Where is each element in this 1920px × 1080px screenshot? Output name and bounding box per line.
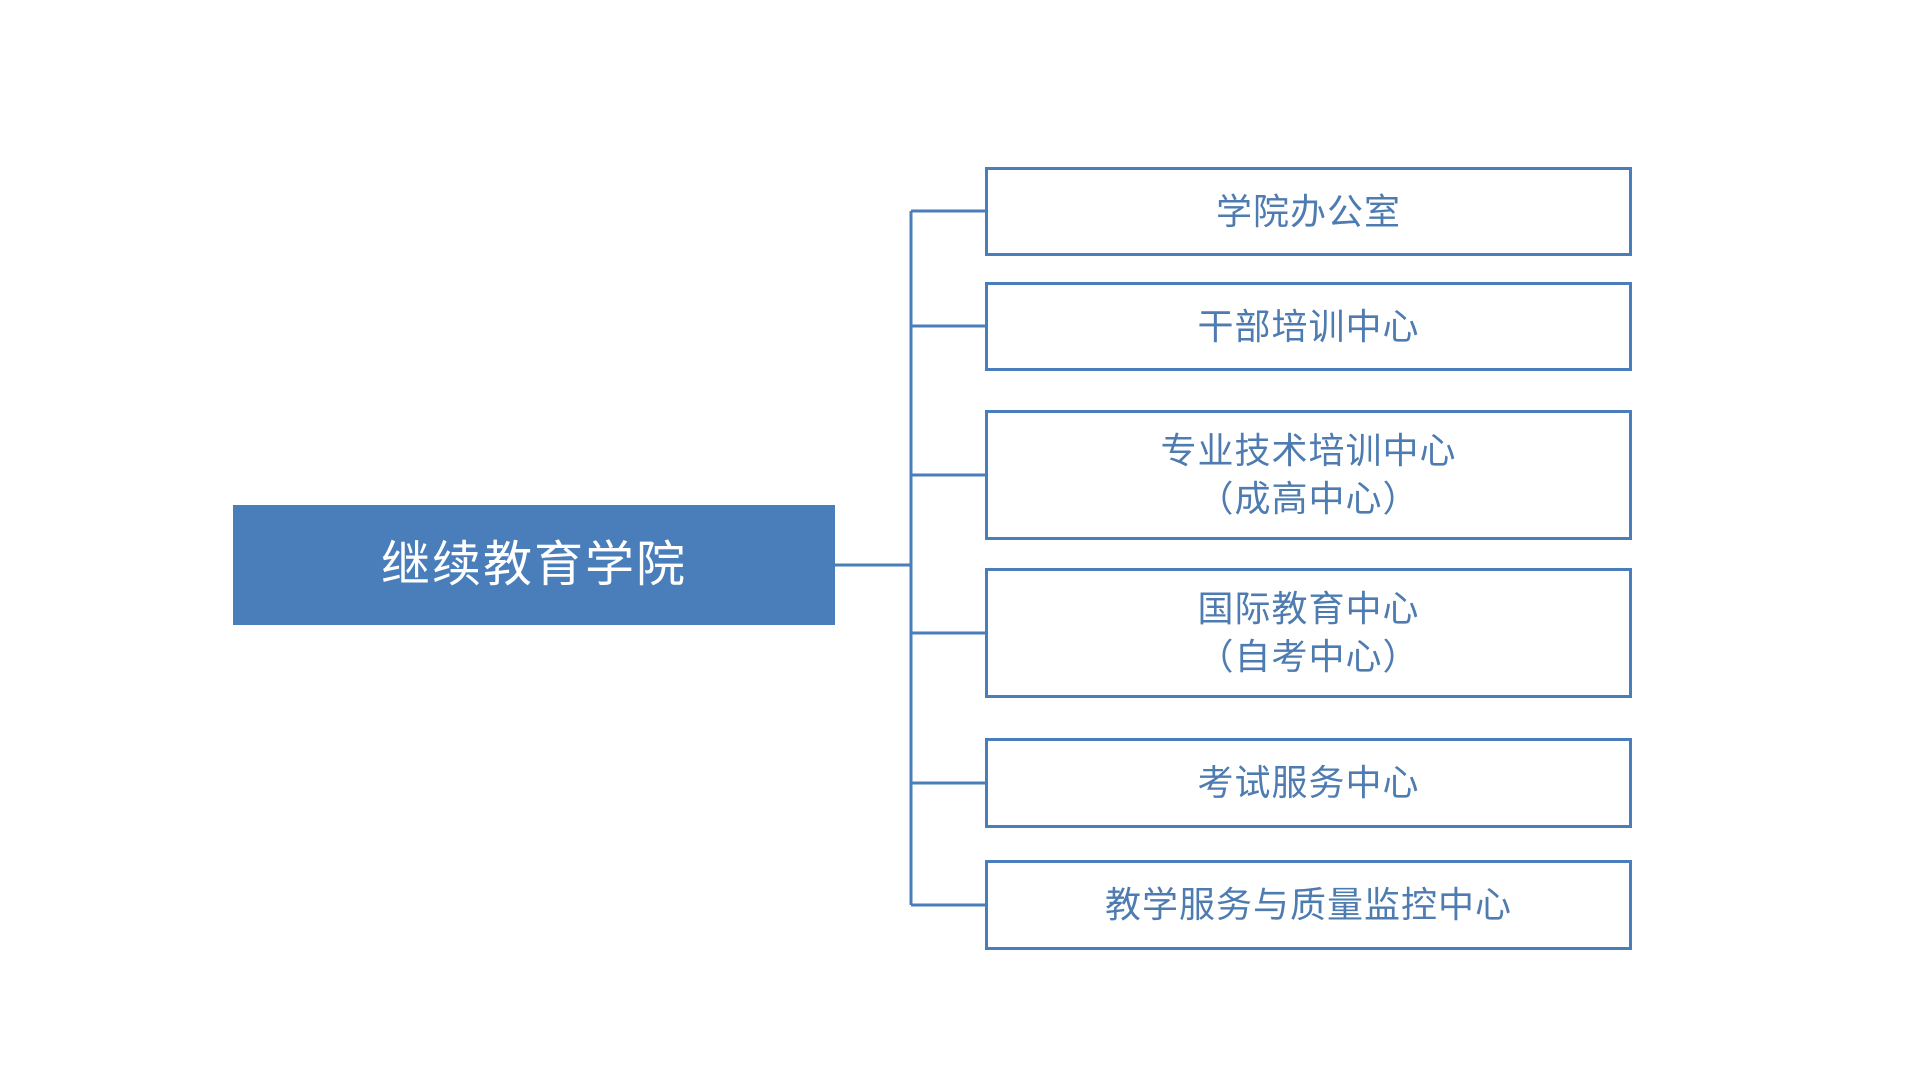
org-node-child-2[interactable]: 干部培训中心 [985, 282, 1632, 371]
org-node-child-2-label: 干部培训中心 [1197, 305, 1420, 347]
org-node-root[interactable]: 继续教育学院 [233, 505, 835, 625]
org-node-child-5-label: 考试服务中心 [1197, 762, 1420, 804]
org-node-child-4[interactable]: 国际教育中心 （自考中心） [985, 568, 1632, 698]
org-node-child-6[interactable]: 教学服务与质量监控中心 [985, 860, 1632, 950]
org-node-child-4-label: 国际教育中心 [1197, 588, 1420, 630]
org-node-child-6-label: 教学服务与质量监控中心 [1104, 884, 1512, 926]
org-node-root-label: 继续教育学院 [380, 537, 687, 592]
org-node-child-1-label: 学院办公室 [1215, 190, 1401, 232]
org-node-child-5[interactable]: 考试服务中心 [985, 738, 1632, 828]
org-node-child-3-label: 专业技术培训中心 [1160, 430, 1457, 472]
org-node-child-1[interactable]: 学院办公室 [985, 167, 1632, 256]
org-node-child-3[interactable]: 专业技术培训中心 （成高中心） [985, 410, 1632, 540]
org-node-child-4-sublabel: （自考中心） [1197, 636, 1420, 677]
org-node-child-3-sublabel: （成高中心） [1197, 478, 1420, 519]
